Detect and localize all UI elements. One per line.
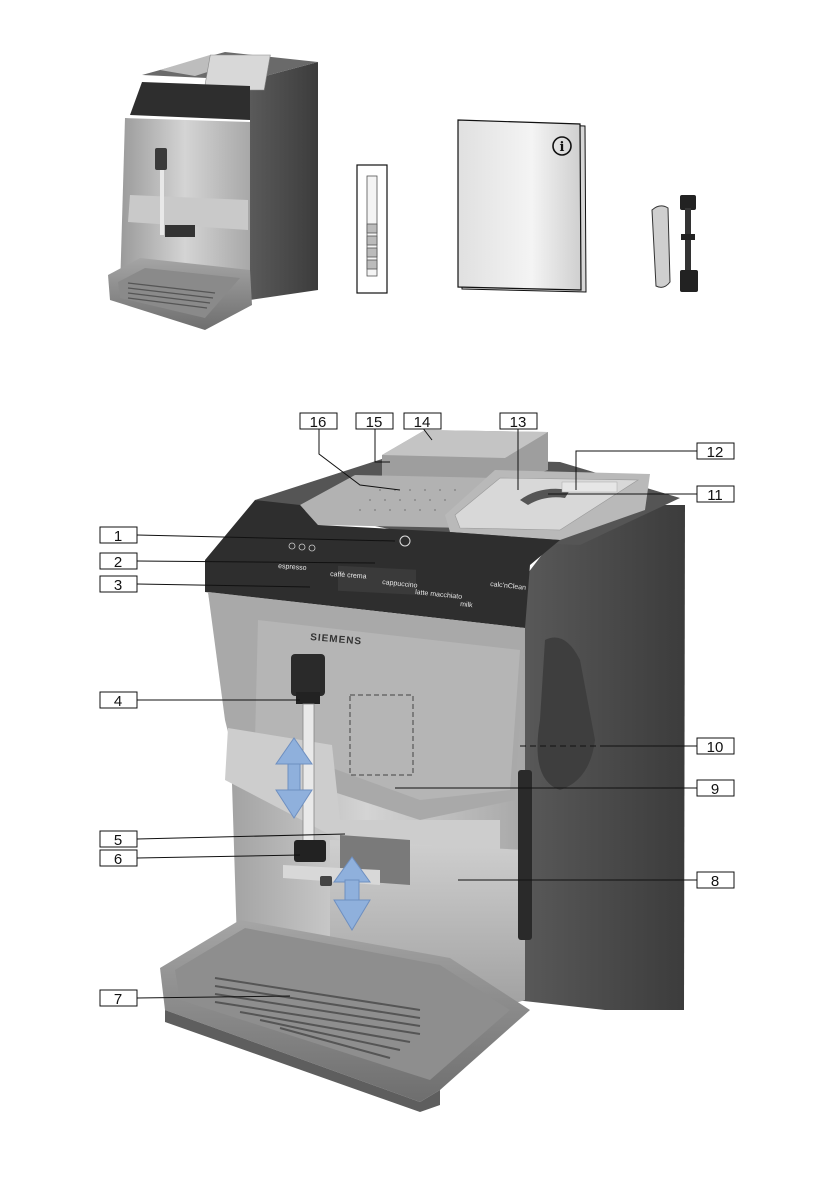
callout-2: 2	[100, 553, 137, 571]
callout-13: 13	[500, 413, 537, 431]
svg-text:6: 6	[114, 851, 122, 868]
svg-text:12: 12	[707, 444, 724, 461]
info-icon-glyph: i	[560, 140, 565, 155]
callout-4: 4	[100, 692, 137, 710]
water-hardness-test-strip	[357, 165, 387, 293]
callout-10: 10	[697, 738, 734, 756]
frother-outlet	[294, 840, 326, 862]
callout-9: 9	[697, 780, 734, 798]
svg-text:11: 11	[707, 487, 723, 504]
callout-16: 16	[300, 413, 337, 431]
svg-text:2: 2	[114, 554, 122, 571]
callout-1: 1	[100, 527, 137, 545]
main-machine-illustration: espresso caffè crema cappuccino latte ma…	[160, 430, 685, 1112]
svg-text:15: 15	[366, 414, 383, 431]
callout-12: 12	[697, 443, 734, 461]
panel-milk: milk	[460, 601, 474, 609]
svg-text:9: 9	[711, 781, 719, 798]
callout-5: 5	[100, 831, 137, 849]
svg-text:5: 5	[114, 832, 122, 849]
milk-tube-accessory	[652, 195, 698, 292]
callout-14: 14	[404, 413, 441, 431]
svg-text:3: 3	[114, 577, 122, 594]
svg-text:7: 7	[114, 991, 122, 1008]
display	[338, 566, 416, 595]
svg-text:8: 8	[711, 873, 719, 890]
svg-text:13: 13	[510, 414, 527, 431]
callout-3: 3	[100, 576, 137, 594]
instruction-manual: i	[458, 120, 586, 292]
svg-text:4: 4	[114, 693, 122, 710]
frother-tube	[303, 704, 314, 844]
svg-text:1: 1	[114, 528, 122, 545]
callout-11: 11	[697, 486, 734, 504]
callout-6: 6	[100, 850, 137, 868]
svg-text:10: 10	[707, 739, 724, 756]
callout-7: 7	[100, 990, 137, 1008]
small-machine-illustration	[108, 52, 318, 330]
milk-frother	[291, 654, 325, 696]
callout-8: 8	[697, 872, 734, 890]
svg-text:14: 14	[414, 414, 431, 431]
callout-15: 15	[356, 413, 393, 431]
svg-text:16: 16	[310, 414, 327, 431]
